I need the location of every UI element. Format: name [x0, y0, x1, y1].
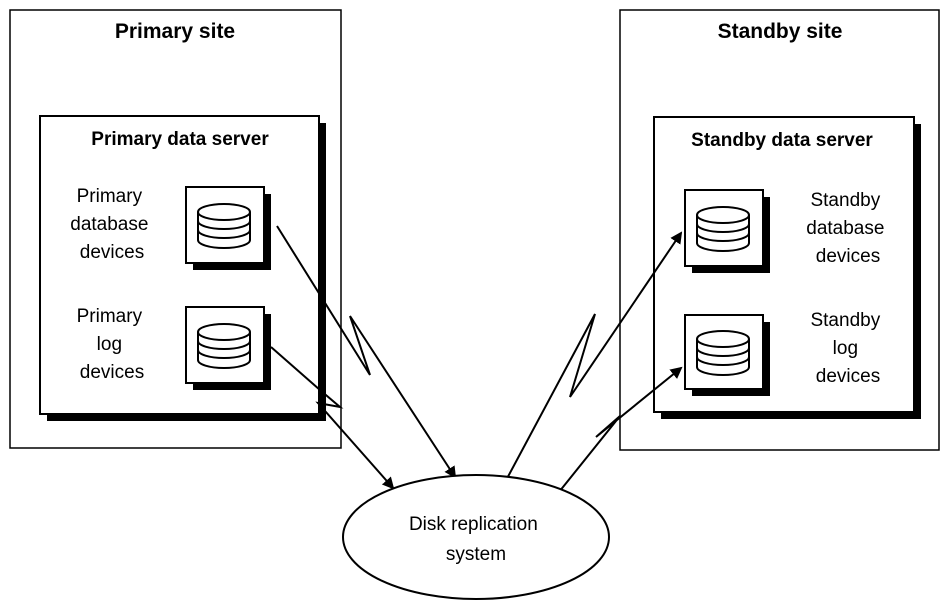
standby-log-label-line1: Standby [810, 310, 880, 331]
primary-log-label-line2: log [97, 334, 122, 355]
primary-site-title: Primary site [115, 20, 235, 43]
database-icon [684, 189, 770, 273]
primary-log-devices: Primary log devices [77, 306, 271, 390]
primary-database-label: Primary database devices [70, 186, 153, 263]
primary-data-server: Primary data server Primary database dev… [39, 115, 326, 421]
standby-database-label: Standby database devices [806, 190, 889, 267]
standby-site-title: Standby site [718, 20, 843, 43]
standby-server-title: Standby data server [691, 130, 873, 151]
connector-replication-to-standby-log [554, 366, 683, 498]
standby-log-label: Standby log devices [810, 310, 885, 387]
database-icon [185, 186, 271, 270]
standby-log-label-line3: devices [816, 366, 880, 387]
primary-server-title: Primary data server [91, 129, 269, 150]
standby-database-label-line1: Standby [810, 190, 880, 211]
primary-site: Primary site Primary data server Primary… [9, 9, 342, 449]
primary-database-label-line1: Primary [77, 186, 143, 207]
standby-data-server: Standby data server Standby database dev… [653, 116, 921, 419]
database-icon [684, 314, 770, 396]
standby-site: Standby site Standby data server Standby… [619, 9, 940, 451]
connector-primary-database-to-replication [276, 225, 457, 479]
connector-replication-to-standby-database [502, 231, 683, 487]
primary-log-label-line1: Primary [77, 306, 143, 327]
standby-database-label-line3: devices [816, 246, 880, 267]
replication-system-label-line1: Disk replication [409, 514, 538, 535]
replication-system-label: Disk replication system [409, 514, 543, 565]
standby-log-devices: Standby log devices [684, 310, 885, 396]
primary-database-label-line2: database [70, 214, 148, 235]
database-icon [185, 306, 271, 390]
connector-primary-log-to-replication [270, 346, 395, 490]
primary-server-frame [39, 115, 320, 415]
standby-log-label-line2: log [833, 338, 858, 359]
standby-database-label-line2: database [806, 218, 884, 239]
replication-connectors [270, 225, 683, 498]
replication-system-label-line2: system [446, 544, 506, 565]
standby-database-devices: Standby database devices [684, 189, 889, 273]
primary-log-label-line3: devices [80, 362, 144, 383]
primary-log-label: Primary log devices [77, 306, 148, 383]
replication-system-ellipse [342, 474, 610, 600]
primary-database-devices: Primary database devices [70, 186, 271, 270]
disk-replication-system: Disk replication system [342, 474, 610, 600]
primary-database-label-line3: devices [80, 242, 144, 263]
